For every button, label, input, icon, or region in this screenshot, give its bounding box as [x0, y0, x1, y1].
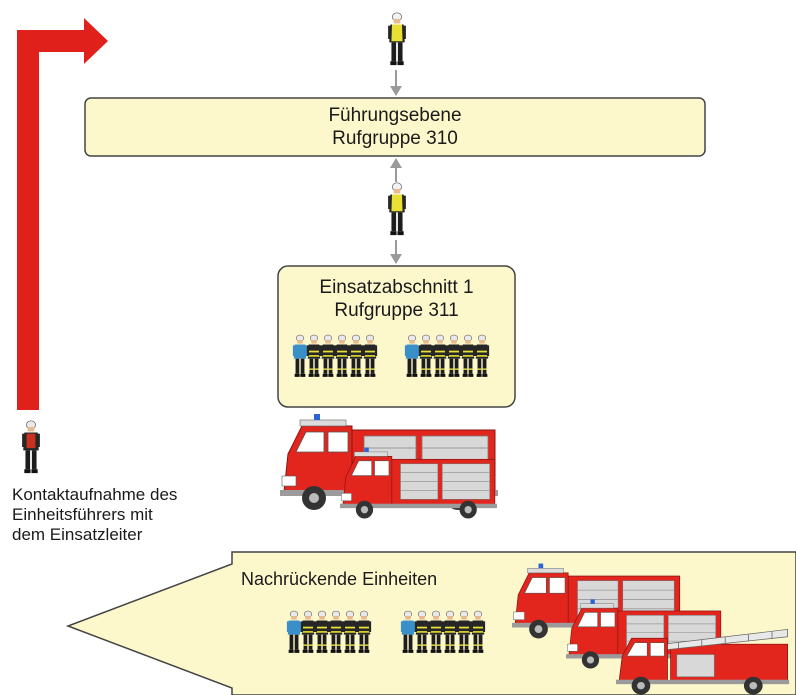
firefighter-icon — [21, 420, 41, 474]
section-box-label: Einsatzabschnitt 1 Rufgruppe 311 — [278, 276, 515, 322]
leadership-title: Führungsebene — [328, 105, 462, 126]
firefighter-icon — [387, 182, 407, 236]
incoming-units-label: Nachrückende Einheiten — [241, 569, 438, 589]
leadership-box-label: Führungsebene Rufgruppe 310 — [85, 104, 705, 150]
leadership-box — [84, 97, 706, 157]
contact-note-line: dem Einsatzleiter — [12, 525, 143, 544]
contact-note: Kontaktaufnahme des Einheitsführers mit … — [12, 485, 252, 545]
contact-note-line: Kontaktaufnahme des — [12, 485, 178, 504]
section-title: Einsatzabschnitt 1 — [319, 277, 474, 298]
leadership-radio-group: Rufgruppe 310 — [332, 128, 458, 149]
link-arrows — [390, 70, 402, 264]
contact-note-line: Einheitsführers mit — [12, 505, 153, 524]
section-radio-group: Rufgruppe 311 — [334, 300, 459, 321]
contact-arrow — [17, 18, 108, 410]
firefighter-icon — [387, 12, 407, 66]
